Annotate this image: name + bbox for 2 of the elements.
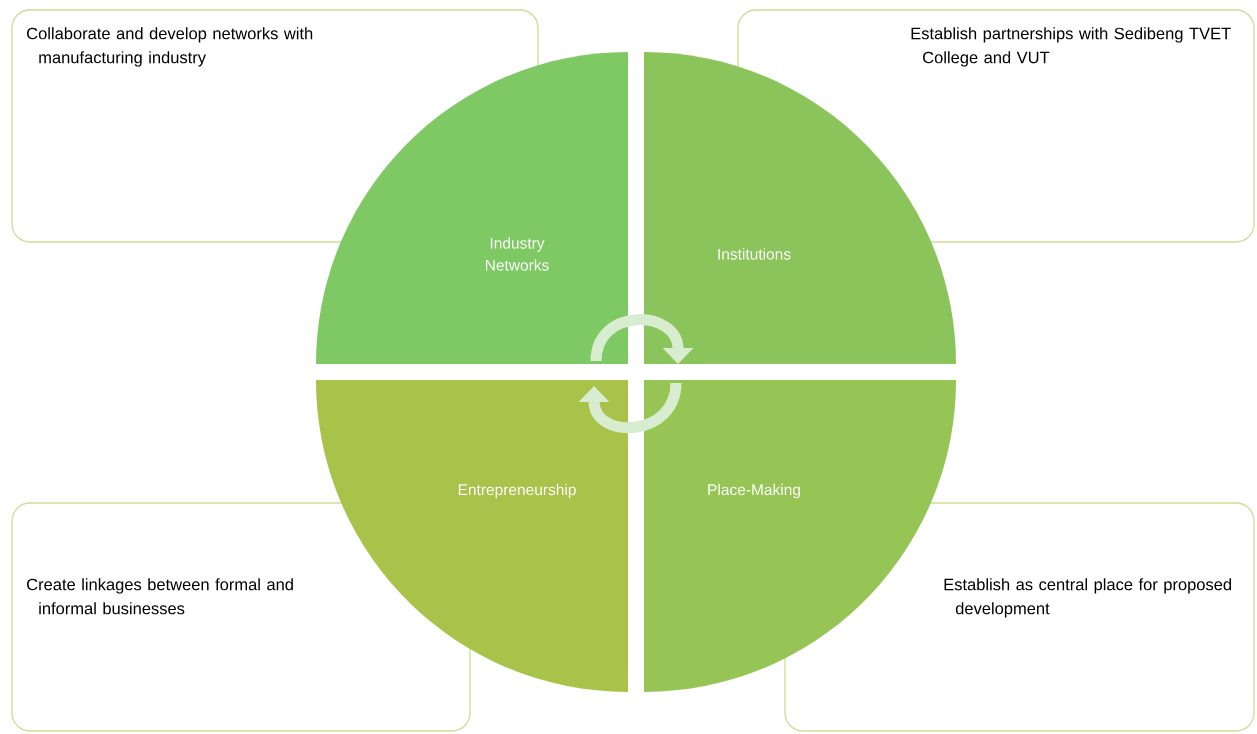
- quadrant-sector: Industry Networks: [316, 52, 628, 364]
- quadrant-sector: Entrepreneurship: [316, 380, 628, 692]
